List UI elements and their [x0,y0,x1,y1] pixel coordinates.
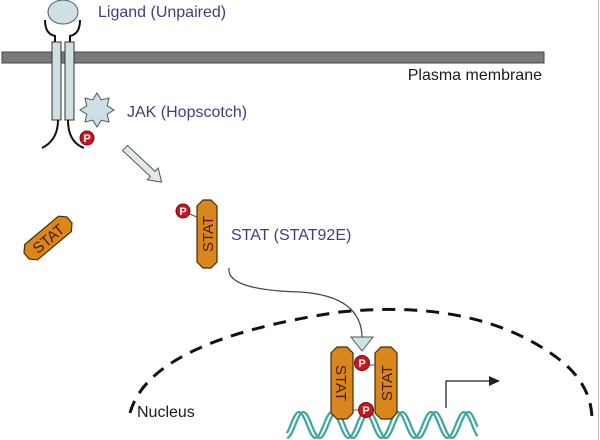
stat-text: STAT [332,365,349,401]
stat-dimer-left: STAT [330,346,354,420]
phospho-text: P [362,405,369,417]
translocation-path [228,267,363,339]
activation-arrow [121,144,163,183]
nuclear-envelope [128,307,594,421]
stat-label: STAT (STAT92E) [231,227,351,244]
phospho-text: P [83,133,90,145]
stat-shape [374,346,398,420]
stat-shape [23,215,73,261]
receptor-chain-right [64,41,75,121]
translocation-arrowhead-icon [349,336,375,352]
stat-monomer-inactive: STAT [23,215,73,261]
stat-monomer-phospho: STAT P [175,199,218,269]
transcription-arrow [445,376,500,408]
stat-body: STAT [196,199,218,269]
membrane-label: Plasma membrane [408,67,542,84]
block-arrow-icon [121,144,163,183]
receptor-tail-right [67,119,85,149]
jak-icon [79,92,115,128]
phospho-icon [175,203,191,219]
stat-dimer: STAT STAT P P [330,346,398,420]
transcription-arrowhead-icon [489,376,500,386]
phospho-text: P [358,358,365,370]
stat-dimer-right: STAT [374,346,398,420]
phospho-icon [79,130,95,146]
receptor [41,0,85,149]
transcription-line [445,380,492,408]
dna-strand-1 [286,410,479,440]
phospho-icon [354,355,370,371]
plasma-membrane [1,51,545,64]
jak-star-shape [79,92,115,128]
receptor-tail-left [41,119,59,149]
dna-helix [286,410,479,440]
jak-label: JAK (Hopscotch) [127,104,247,121]
phospho-icon [358,402,374,418]
receptor-chain-left [51,41,62,121]
receptor-arm-left [44,19,56,42]
ligand-label: Ligand (Unpaired) [98,4,226,21]
nucleus-label: Nucleus [137,404,195,421]
receptor-arm-right [69,19,81,42]
receptor-phospho: P [79,130,95,146]
stat-text: STAT [379,365,396,401]
stat-shape [196,199,218,269]
phospho-text: P [179,206,186,218]
stat-text: STAT [200,216,217,252]
dna-strand-2 [286,410,479,440]
ligand-icon [47,0,79,25]
stat-shape [330,346,354,420]
